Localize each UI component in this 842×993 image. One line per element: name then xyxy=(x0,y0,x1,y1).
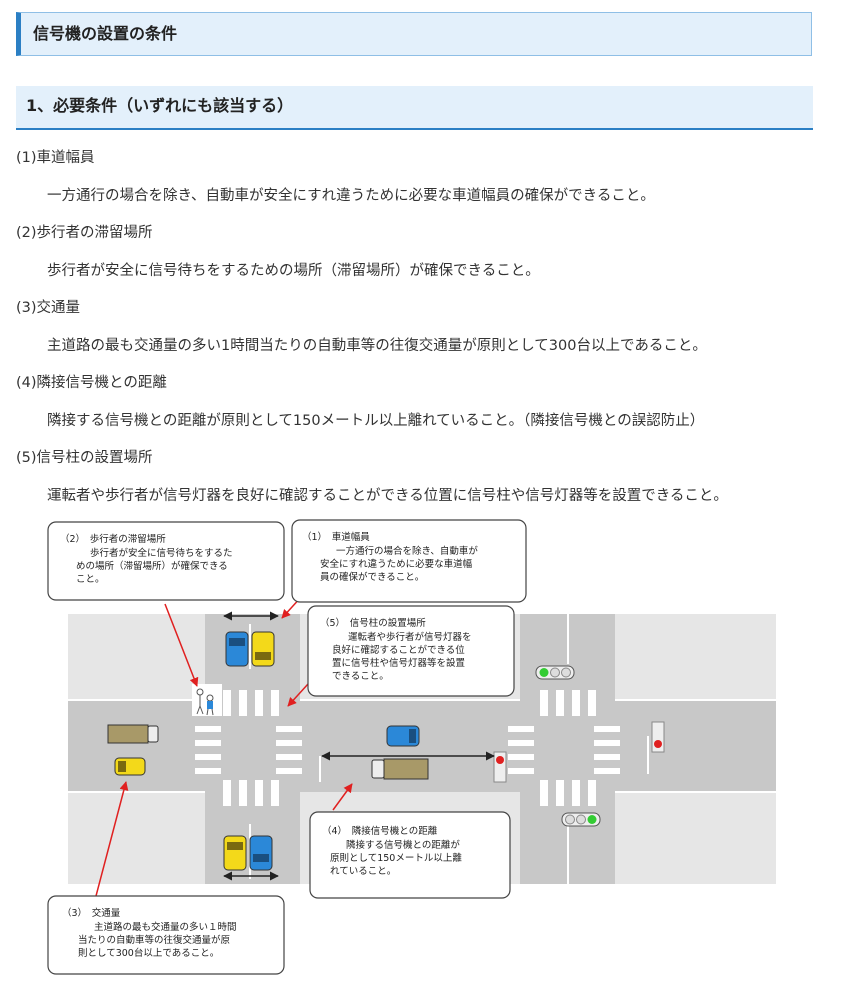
car-yellow-top-left xyxy=(251,631,275,667)
crosswalk-right-top xyxy=(540,690,596,716)
item-heading-pole-location: (5)信号柱の設置場所 xyxy=(16,450,153,466)
truck-olive-left xyxy=(107,724,159,744)
callout-road-width: （1） 車道幅員 一方通行の場合を除き、自動車が 安全にすれ違うために必要な車道… xyxy=(291,519,527,603)
svg-text:主道路の最も交通量の多い１時間: 主道路の最も交通量の多い１時間 xyxy=(94,921,237,933)
item-heading-signal-distance: (4)隣接信号機との距離 xyxy=(16,375,167,391)
svg-text:則として300台以上であること。: 則として300台以上であること。 xyxy=(78,947,219,959)
crosswalk-right-east xyxy=(594,726,620,774)
signal-pole-right xyxy=(651,721,665,753)
svg-text:当たりの自動車等の往復交通量が原: 当たりの自動車等の往復交通量が原 xyxy=(78,934,230,946)
truck-olive-center xyxy=(371,758,429,780)
item-body-traffic-volume: 主道路の最も交通量の多い1時間当たりの自動車等の往復交通量が原則として300台以… xyxy=(47,338,707,354)
crosswalk-right-west xyxy=(508,726,534,774)
callout-signal-distance: （4） 隣接信号機との距離 隣接する信号機との距離が 原則として150メートル以… xyxy=(309,811,511,899)
crosswalk-left-top xyxy=(223,690,279,716)
svg-text:置に信号柱や信号灯器等を設置: 置に信号柱や信号灯器等を設置 xyxy=(332,657,465,669)
item-body-pedestrian-area: 歩行者が安全に信号待ちをするための場所（滞留場所）が確保できること。 xyxy=(47,263,540,279)
pedestrian-figures xyxy=(192,684,222,716)
svg-text:良好に確認することができる位: 良好に確認することができる位 xyxy=(332,644,465,656)
callout-traffic-volume: （3） 交通量 主道路の最も交通量の多い１時間 当たりの自動車等の往復交通量が原… xyxy=(47,895,285,975)
crosswalk-left-west xyxy=(195,726,221,774)
item-heading-traffic-volume: (3)交通量 xyxy=(16,300,81,316)
intersection-diagram: （2） 歩行者の滞留場所 歩行者が安全に信号待ちをするた めの場所（滞留場所）が… xyxy=(40,514,780,984)
signal-top-right xyxy=(535,665,575,680)
car-blue-top-left xyxy=(225,631,249,667)
callout-arrow-pole xyxy=(287,683,309,707)
signal-pole-center xyxy=(493,751,507,783)
svg-text:原則として150メートル以上離: 原則として150メートル以上離 xyxy=(330,852,462,864)
callout-pole-location: （5） 信号柱の設置場所 運転者や歩行者が信号灯器を 良好に確認することができる… xyxy=(307,605,515,697)
svg-text:こと。: こと。 xyxy=(76,574,105,585)
crosswalk-left-east xyxy=(276,726,302,774)
svg-text:（1） 車道幅員: （1） 車道幅員 xyxy=(302,531,370,543)
svg-text:運転者や歩行者が信号灯器を: 運転者や歩行者が信号灯器を xyxy=(348,631,472,643)
callout-arrow-distance xyxy=(332,783,353,811)
svg-text:れていること。: れていること。 xyxy=(330,866,396,877)
page-title: 信号機の設置の条件 xyxy=(16,12,812,56)
car-blue-center xyxy=(386,725,420,747)
callout-arrow-pedestrian xyxy=(164,603,199,687)
item-body-road-width: 一方通行の場合を除き、自動車が安全にすれ違うために必要な車道幅員の確保ができるこ… xyxy=(47,188,655,204)
svg-text:できること。: できること。 xyxy=(332,671,389,682)
item-heading-pedestrian-area: (2)歩行者の滞留場所 xyxy=(16,225,153,241)
car-yellow-left xyxy=(114,757,146,776)
signal-bottom-right xyxy=(561,812,601,827)
svg-text:（5） 信号柱の設置場所: （5） 信号柱の設置場所 xyxy=(320,617,426,629)
svg-text:歩行者が安全に信号待ちをするた: 歩行者が安全に信号待ちをするた xyxy=(90,547,233,559)
item-heading-road-width: (1)車道幅員 xyxy=(16,150,95,166)
svg-text:（4） 隣接信号機との距離: （4） 隣接信号機との距離 xyxy=(322,825,438,837)
item-body-signal-distance: 隣接する信号機との距離が原則として150メートル以上離れていること。（隣接信号機… xyxy=(47,413,705,429)
crosswalk-right-bottom xyxy=(540,780,596,806)
item-body-pole-location: 運転者や歩行者が信号灯器を良好に確認することができる位置に信号柱や信号灯器等を設… xyxy=(47,488,728,504)
callout-pedestrian-area: （2） 歩行者の滞留場所 歩行者が安全に信号待ちをするた めの場所（滞留場所）が… xyxy=(47,521,285,601)
svg-text:（2） 歩行者の滞留場所: （2） 歩行者の滞留場所 xyxy=(60,533,166,545)
car-yellow-bottom-left xyxy=(223,835,247,871)
car-blue-bottom-left xyxy=(249,835,273,871)
crosswalk-left-bottom xyxy=(223,780,279,806)
svg-text:隣接する信号機との距離が: 隣接する信号機との距離が xyxy=(346,839,460,851)
svg-text:（3） 交通量: （3） 交通量 xyxy=(62,907,121,919)
svg-text:安全にすれ違うために必要な車道幅: 安全にすれ違うために必要な車道幅 xyxy=(320,558,473,570)
svg-text:めの場所（滞留場所）が確保できる: めの場所（滞留場所）が確保できる xyxy=(76,560,228,572)
section-heading: 1、必要条件（いずれにも該当する） xyxy=(16,86,813,130)
callout-arrow-traffic xyxy=(95,781,129,897)
svg-text:一方通行の場合を除き、自動車が: 一方通行の場合を除き、自動車が xyxy=(336,545,478,557)
svg-text:員の確保ができること。: 員の確保ができること。 xyxy=(320,571,424,583)
